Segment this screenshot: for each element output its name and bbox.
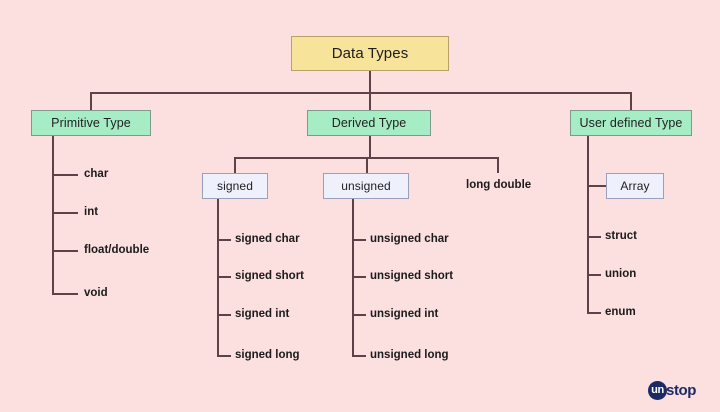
connector-unsigned-long bbox=[352, 355, 366, 357]
connector-drop-unsigned bbox=[366, 157, 368, 173]
leaf-unsigned-long: unsigned long bbox=[370, 349, 449, 361]
node-array: Array bbox=[606, 173, 664, 199]
node-signed: signed bbox=[202, 173, 268, 199]
leaf-unsigned-char: unsigned char bbox=[370, 233, 449, 245]
leaf-signed-char: signed char bbox=[235, 233, 300, 245]
leaf-struct: struct bbox=[605, 230, 637, 242]
node-primitive-type: Primitive Type bbox=[31, 110, 151, 136]
connector-unsigned-char bbox=[352, 239, 366, 241]
connector-userdefined-array bbox=[587, 185, 607, 187]
leaf-union: union bbox=[605, 268, 637, 280]
connector-unsigned-short bbox=[352, 276, 366, 278]
leaf-signed-int: signed int bbox=[235, 308, 290, 320]
node-unsigned: unsigned bbox=[323, 173, 409, 199]
leaf-long-double: long double bbox=[466, 179, 532, 191]
connector-root-stem bbox=[369, 71, 371, 92]
connector-drop-userdefined bbox=[630, 92, 632, 111]
leaf-void: void bbox=[84, 287, 108, 299]
connector-derived-stem bbox=[369, 136, 371, 157]
unstop-logo: un stop bbox=[648, 380, 696, 400]
connector-userdefined-trunk bbox=[587, 136, 589, 312]
leaf-int: int bbox=[84, 206, 99, 218]
node-user-defined-type: User defined Type bbox=[570, 110, 692, 136]
unstop-logo-word: stop bbox=[666, 381, 697, 399]
leaf-signed-long: signed long bbox=[235, 349, 300, 361]
connector-signed-short bbox=[217, 276, 231, 278]
connector-primitive-void bbox=[52, 293, 78, 295]
connector-drop-signed bbox=[234, 157, 236, 173]
connector-unsigned-int bbox=[352, 314, 366, 316]
leaf-unsigned-int: unsigned int bbox=[370, 308, 439, 320]
leaf-unsigned-short: unsigned short bbox=[370, 270, 454, 282]
connector-drop-long-double bbox=[497, 157, 499, 173]
connector-primitive-trunk bbox=[52, 136, 54, 295]
connector-signed-long bbox=[217, 355, 231, 357]
connector-signed-int bbox=[217, 314, 231, 316]
leaf-enum: enum bbox=[605, 306, 636, 318]
connector-primitive-float bbox=[52, 250, 78, 252]
node-derived-type: Derived Type bbox=[307, 110, 431, 136]
leaf-char: char bbox=[84, 168, 109, 180]
connector-primitive-int bbox=[52, 212, 78, 214]
connector-userdefined-enum bbox=[587, 312, 601, 314]
connector-signed-char bbox=[217, 239, 231, 241]
connector-primitive-char bbox=[52, 174, 78, 176]
unstop-logo-mark: un bbox=[648, 380, 667, 400]
connector-root-bus bbox=[90, 92, 632, 94]
connector-userdefined-struct bbox=[587, 236, 601, 238]
node-data-types: Data Types bbox=[291, 36, 449, 71]
leaf-float-double: float/double bbox=[84, 244, 150, 256]
connector-userdefined-union bbox=[587, 274, 601, 276]
connector-drop-primitive bbox=[90, 92, 92, 111]
leaf-signed-short: signed short bbox=[235, 270, 305, 282]
connector-drop-derived bbox=[369, 92, 371, 111]
